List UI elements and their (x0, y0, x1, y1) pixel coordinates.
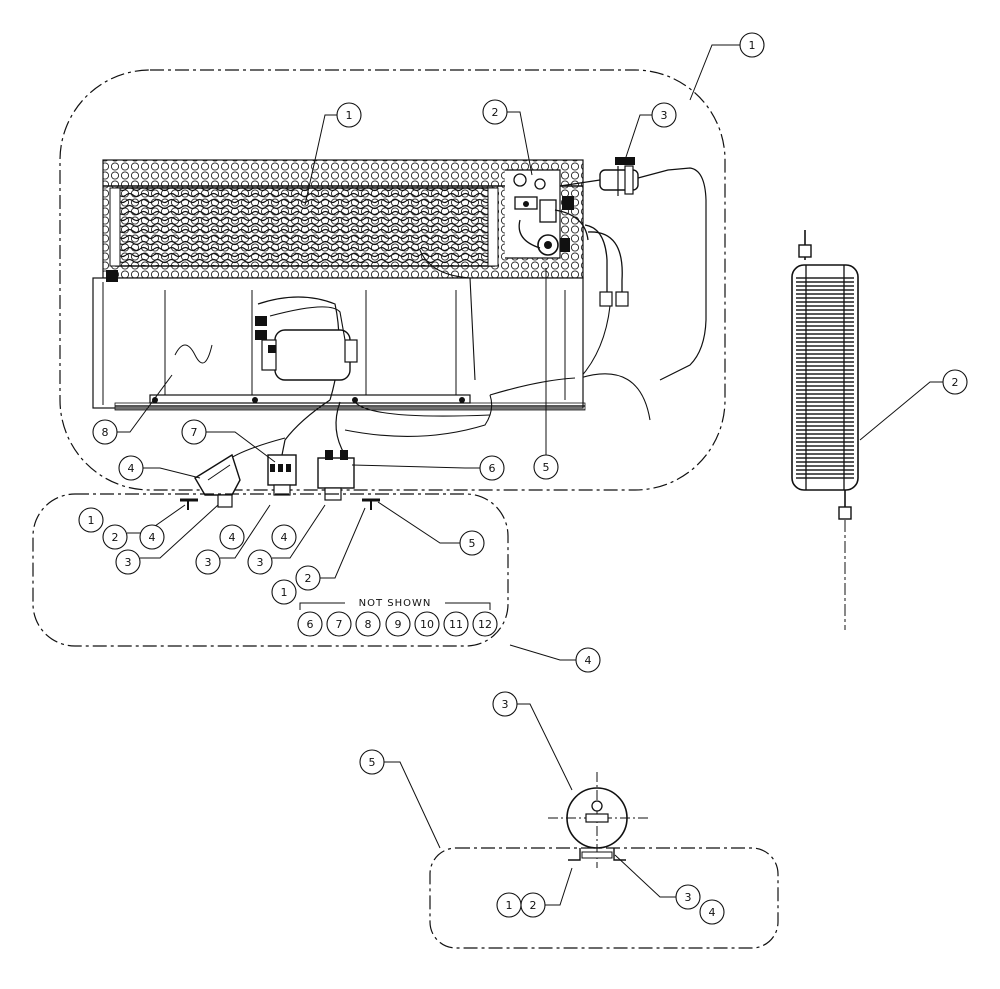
balloon-label: 2 (530, 899, 537, 912)
balloon-label: 4 (149, 531, 156, 544)
balloon-label: 4 (281, 531, 288, 544)
balloon-bracket-4a: 4 (139, 524, 165, 550)
balloon-bracket-assembly: 4 (575, 647, 601, 673)
balloon-bracket-4c: 4 (271, 524, 297, 550)
balloon-label: 9 (395, 618, 402, 631)
balloon-bracket-2a: 2 (102, 524, 128, 550)
expansion-valve (559, 157, 707, 381)
balloon-label: 1 (346, 109, 353, 122)
balloon-main-5: 5 (533, 454, 559, 480)
balloon-label: 3 (205, 556, 212, 569)
balloon-label: 2 (492, 106, 499, 119)
balloon-label: 6 (489, 462, 496, 475)
balloon-bottom-assembly: 5 (359, 749, 385, 775)
balloon-label: 4 (709, 906, 716, 919)
balloon-label: 8 (102, 426, 109, 439)
balloon-label: 3 (502, 698, 509, 711)
balloon-main-4: 4 (118, 455, 144, 481)
balloon-main-1: 1 (336, 102, 362, 128)
balloon-label: 4 (128, 462, 135, 475)
relay-component (267, 454, 297, 496)
balloon-label: 4 (585, 654, 592, 667)
balloon-label: 1 (88, 514, 95, 527)
balloon-bottom-2: 2 (520, 892, 546, 918)
balloon-label: 8 (365, 618, 372, 631)
bottom-assembly-outline (429, 847, 779, 949)
mounting-bracket (194, 453, 241, 508)
balloon-bracket-5: 5 (459, 530, 485, 556)
balloon-bracket-3b: 3 (195, 549, 221, 575)
balloon-bottom-3b: 3 (675, 884, 701, 910)
balloon-bracket-3c: 3 (247, 549, 273, 575)
balloon-bracket-3a: 3 (115, 549, 141, 575)
balloon-label: 6 (307, 618, 314, 631)
balloon-label: 2 (305, 572, 312, 585)
balloon-bracket-2b: 2 (295, 565, 321, 591)
balloon-side-coil: 2 (942, 369, 968, 395)
main-assembly-outline (59, 69, 726, 491)
leader-lines (117, 44, 943, 906)
balloon-bottom-1: 1 (496, 892, 522, 918)
wiring-harness (224, 249, 576, 466)
sensor-probes (578, 224, 651, 421)
balloon-main-3: 3 (651, 102, 677, 128)
balloon-bracket-1a: 1 (78, 507, 104, 533)
balloon-label: 1 (749, 39, 756, 52)
fan-motor (255, 306, 358, 381)
balloon-label: 5 (469, 537, 476, 550)
balloon-not-shown-4: 9 (385, 611, 411, 637)
balloon-main-6: 6 (479, 455, 505, 481)
contactor-component (317, 450, 355, 501)
balloon-label: 2 (112, 531, 119, 544)
balloon-not-shown-1: 6 (297, 611, 323, 637)
balloon-not-shown-3: 8 (355, 611, 381, 637)
balloon-label: 5 (369, 756, 376, 769)
balloon-label: 5 (543, 461, 550, 474)
not-shown-label: NOT SHOWN (359, 598, 432, 609)
not-shown-group (299, 596, 491, 610)
balloon-label: 7 (191, 426, 198, 439)
balloon-bracket-1b: 1 (271, 579, 297, 605)
valve-cluster (505, 169, 589, 259)
balloon-label: 7 (336, 618, 343, 631)
balloon-label: 10 (420, 618, 434, 631)
evaporator-coil (102, 159, 584, 279)
balloon-label: 3 (125, 556, 132, 569)
receiver-drier (548, 772, 648, 868)
balloon-not-shown-7: 12 (472, 611, 498, 637)
balloon-label: 3 (257, 556, 264, 569)
balloon-bracket-4b: 4 (219, 524, 245, 550)
balloon-main-8: 8 (92, 419, 118, 445)
balloon-label: 12 (478, 618, 492, 631)
balloon-label: 2 (952, 376, 959, 389)
balloon-label: 3 (661, 109, 668, 122)
balloon-main-2: 2 (482, 99, 508, 125)
balloon-bottom-3a: 3 (492, 691, 518, 717)
bracket-assembly-outline (32, 493, 509, 647)
balloon-label: 3 (685, 891, 692, 904)
balloon-not-shown-5: 10 (414, 611, 440, 637)
balloon-label: 4 (229, 531, 236, 544)
balloon-not-shown-6: 11 (443, 611, 469, 637)
balloon-label: 1 (506, 899, 513, 912)
balloon-bottom-4: 4 (699, 899, 725, 925)
balloon-not-shown-2: 7 (326, 611, 352, 637)
balloon-main-7: 7 (181, 419, 207, 445)
side-condenser-coil (791, 230, 859, 630)
balloon-main-assembly: 1 (739, 32, 765, 58)
balloon-label: 11 (449, 618, 463, 631)
balloon-label: 1 (281, 586, 288, 599)
